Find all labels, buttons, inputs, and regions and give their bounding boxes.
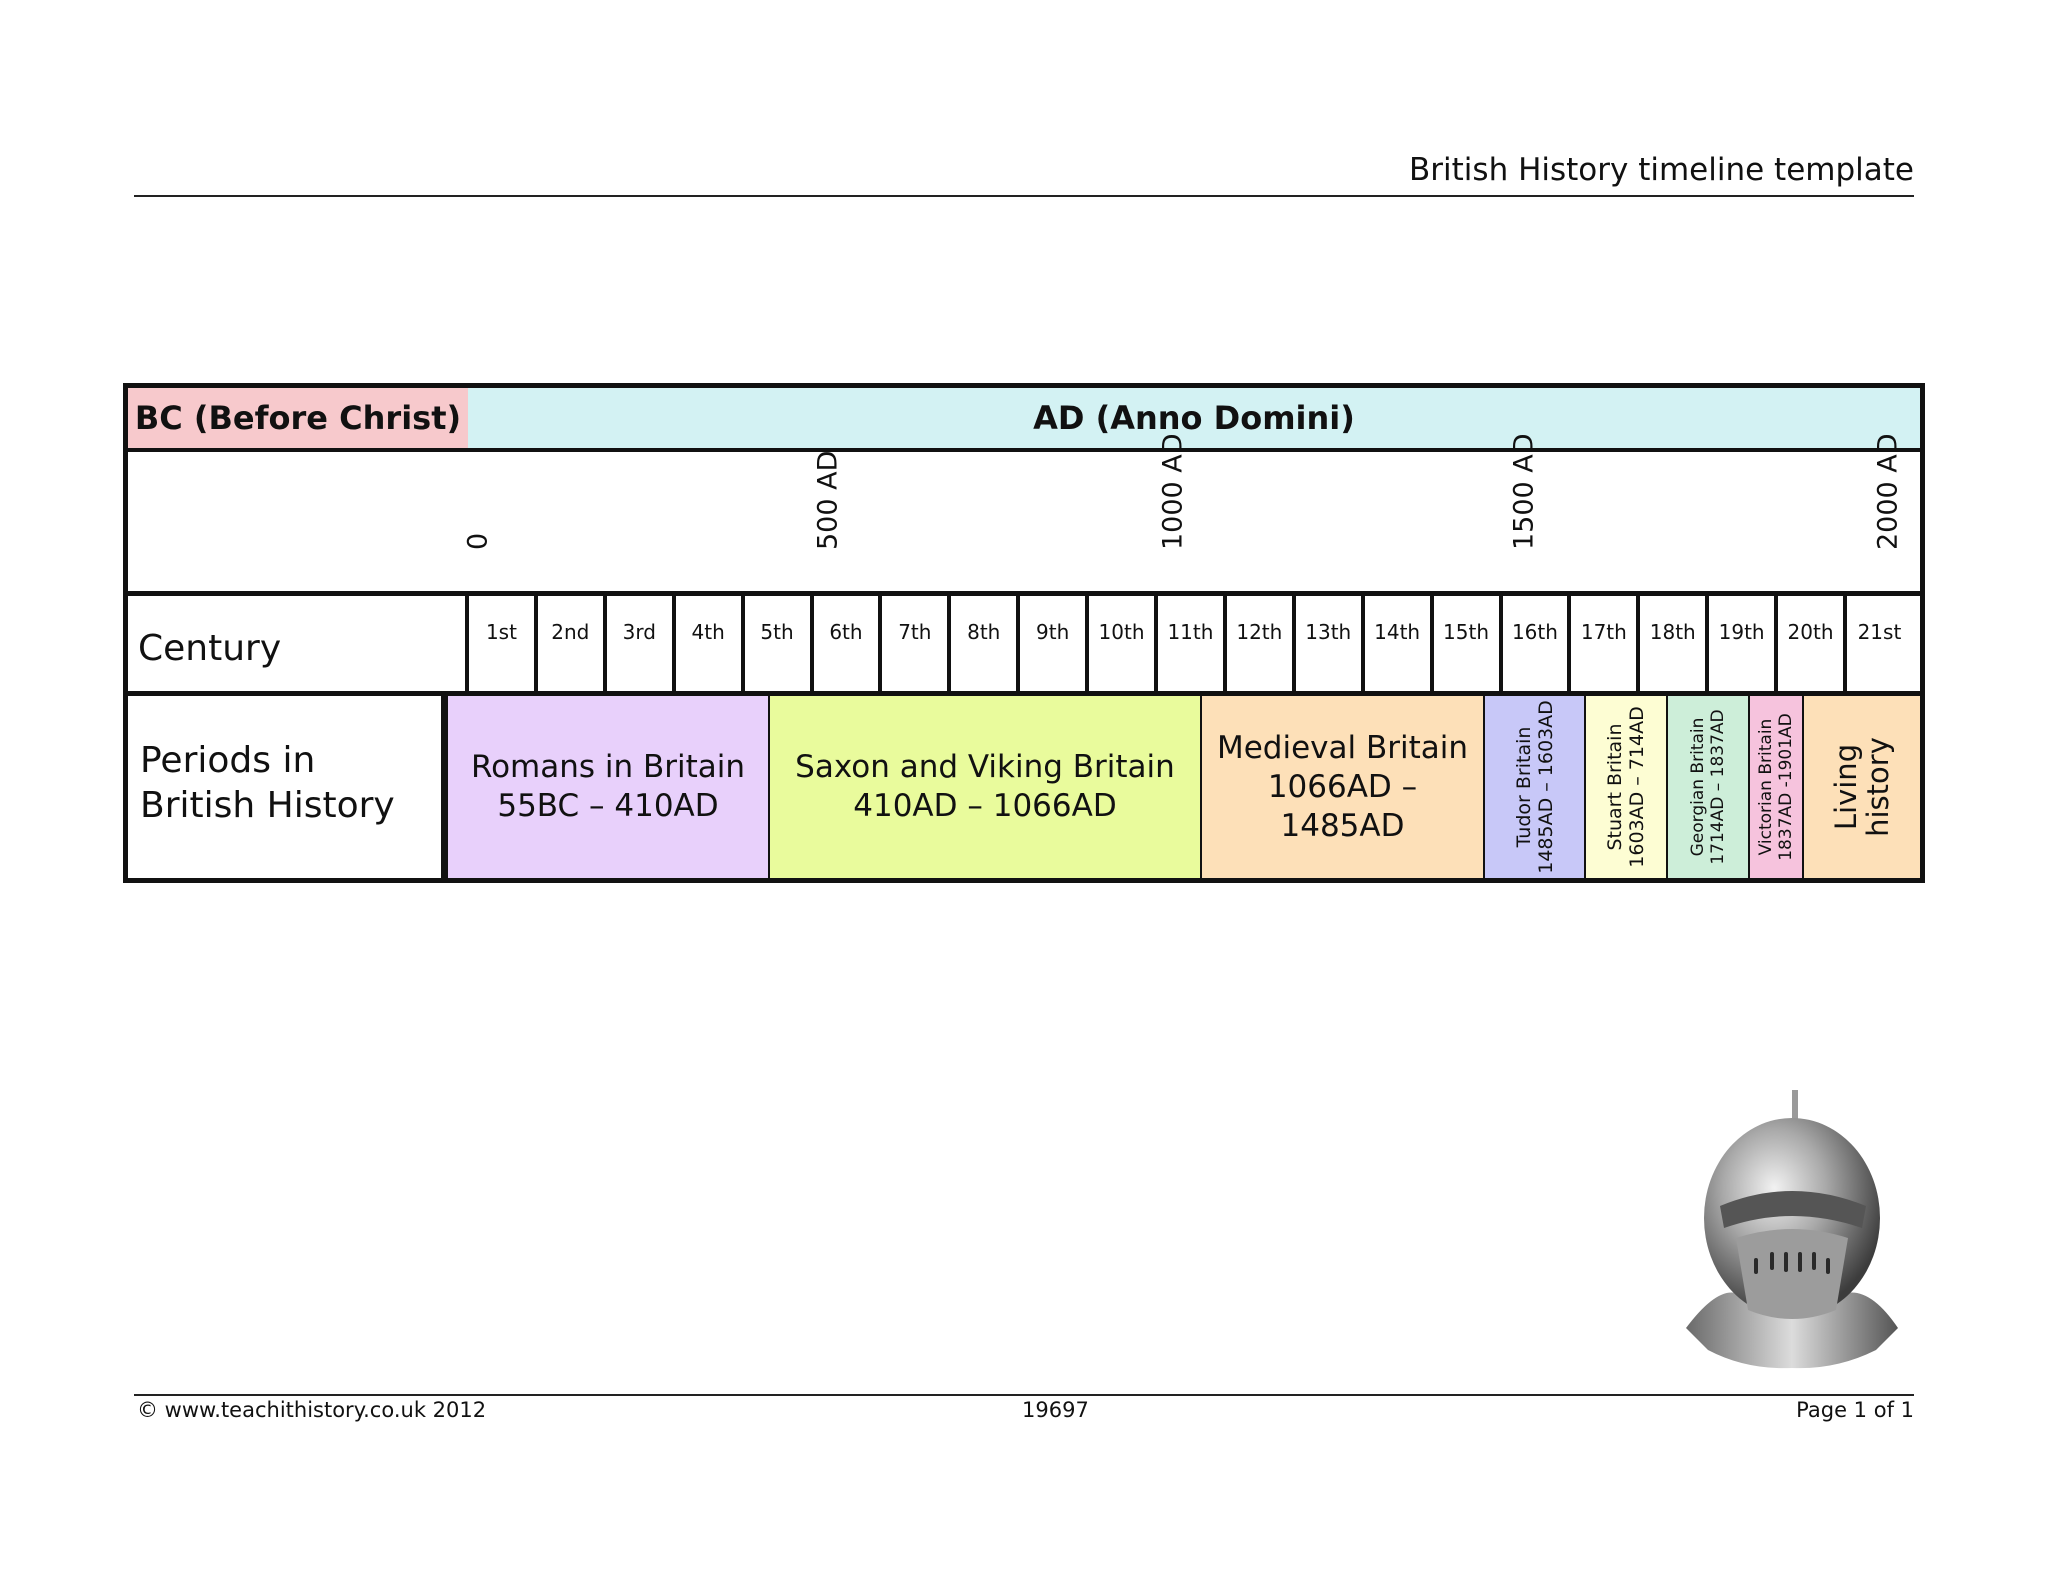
period-name: Georgian Britain (1688, 717, 1708, 857)
century-cell: 3rd (602, 596, 672, 692)
period-name: Romans in Britain (470, 749, 746, 785)
century-cell: 10th (1085, 596, 1154, 692)
period-dates: 55BC – 410AD (497, 788, 719, 824)
period-name: Tudor Britain (1512, 726, 1535, 848)
footer-copyright: © www.teachithistory.co.uk 2012 (137, 1398, 487, 1422)
century-cell: 21st (1843, 596, 1912, 692)
period-dates: 1714AD – 1837AD (1708, 709, 1728, 865)
period-name: Stuart Britain (1604, 723, 1626, 851)
century-cell: 17th (1567, 596, 1636, 692)
date-marker: 0 (458, 451, 498, 581)
period-name: Saxon and Viking Britain (795, 749, 1175, 785)
era-row: BC (Before Christ) AD (Anno Domini) (128, 388, 1920, 452)
era-ad-cell: AD (Anno Domini) (468, 388, 1920, 448)
timeline-table: BC (Before Christ) AD (Anno Domini) 0 500… (123, 383, 1925, 883)
date-marker: 500 AD (808, 451, 848, 581)
century-cell: 6th (809, 596, 879, 692)
era-bc-cell: BC (Before Christ) (128, 388, 468, 448)
period-dates: 1837AD -1901AD (1776, 713, 1796, 861)
period-name: Medieval Britain (1216, 729, 1469, 766)
footer-page-number: Page 1 of 1 (1796, 1398, 1914, 1422)
date-marker-label: 1000 AD (1157, 433, 1189, 550)
century-cell: 16th (1498, 596, 1568, 692)
knight-helmet-icon (1686, 1090, 1898, 1369)
century-cell: 7th (878, 596, 947, 692)
period-dates: history (1861, 737, 1895, 837)
century-row-label: Century (138, 628, 282, 669)
century-cell: 19th (1705, 596, 1774, 692)
century-cell: 8th (947, 596, 1016, 692)
date-marker: 2000 AD (1868, 433, 1908, 581)
footer-document-code: 19697 (1022, 1398, 1089, 1422)
period-name: Living (1829, 743, 1863, 831)
century-cell: 18th (1636, 596, 1705, 692)
period-dates: 1485AD – 1603AD (1534, 700, 1557, 874)
periods-row-label: Periods in British History (128, 696, 446, 878)
header-rule (134, 195, 1914, 197)
footer-rule (134, 1394, 1914, 1396)
century-cell: 5th (740, 596, 810, 692)
date-marker-label: 1500 AD (1508, 433, 1540, 550)
document-title: British History timeline template (1409, 152, 1914, 188)
century-cell: 11th (1154, 596, 1223, 692)
century-cell: 12th (1222, 596, 1292, 692)
century-cell: 4th (671, 596, 741, 692)
periods-row: Periods in British History Romans in Bri… (128, 696, 1920, 878)
century-cell: 1st (465, 596, 534, 692)
date-marker-label: 500 AD (812, 450, 844, 550)
date-marker-label: 0 (462, 532, 494, 550)
period-dates: 1603AD – 714AD (1626, 706, 1648, 868)
dates-row: 0 500 AD 1000 AD 1500 AD 2000 AD (128, 433, 1920, 596)
period-dates: 410AD – 1066AD (853, 788, 1117, 824)
century-cell: 13th (1291, 596, 1361, 692)
date-marker: 1000 AD (1153, 433, 1193, 581)
period-dates: 1066AD – 1485AD (1267, 768, 1418, 844)
date-marker: 1500 AD (1504, 433, 1544, 581)
date-marker-label: 2000 AD (1872, 433, 1904, 550)
century-cell: 2nd (533, 596, 603, 692)
century-cell: 20th (1774, 596, 1843, 692)
century-cell: 15th (1429, 596, 1499, 692)
period-name: Victorian Britain (1756, 718, 1776, 856)
century-cell: 14th (1360, 596, 1430, 692)
century-cell: 9th (1016, 596, 1085, 692)
